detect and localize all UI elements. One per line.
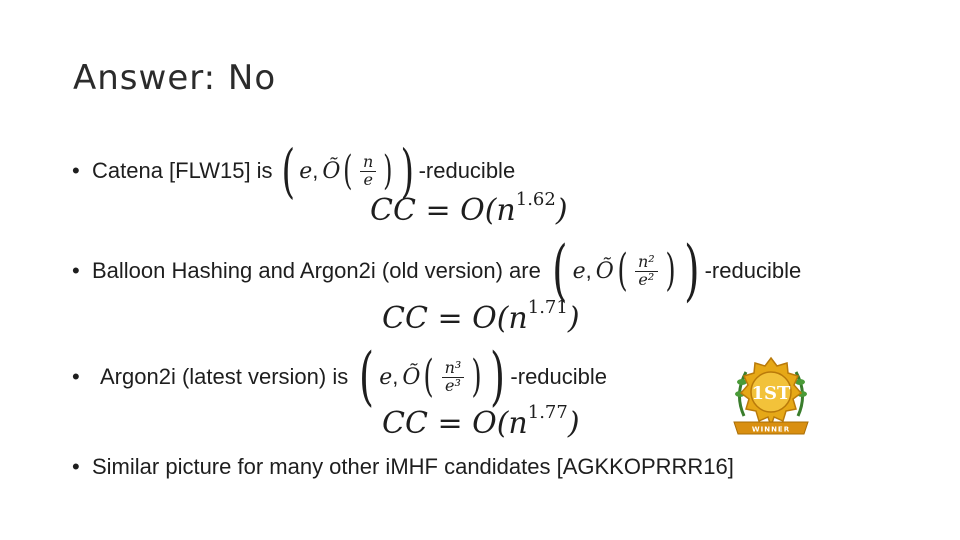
fraction: n² e² [634,253,658,289]
complexity-argon2i: CC = O(n1.77) [382,402,580,441]
reduction-second: Õ [595,258,614,284]
fraction-denominator: e³ [444,375,461,395]
fraction-denominator: e² [638,269,655,289]
bullet-text: Catena [FLW15] is [92,158,273,183]
bullet-text: Similar picture for many other iMHF cand… [92,454,734,479]
complexity-lhs: CC = O(n [370,193,516,228]
complexity-catena: CC = O(n1.62) [370,189,568,228]
bullet-item-balloon: • Balloon Hashing and Argon2i (old versi… [72,232,802,309]
winner-badge-icon: 1ST WINNER [733,356,809,435]
complexity-lhs: CC = O(n [382,301,528,336]
reduction-second: Õ [402,364,421,390]
badge-seal: 1ST [739,356,803,429]
right-paren: ) [490,340,506,414]
fraction-numerator: n³ [441,359,465,378]
complexity-rhs: ) [567,406,580,441]
complexity-exponent: 1.71 [527,297,568,318]
reduction-first: e [299,158,313,184]
inner-right-paren: ) [383,148,393,194]
bullet-text: Balloon Hashing and Argon2i (old version… [92,258,541,283]
slide-title: Answer: No [73,58,277,98]
left-paren: ( [551,232,568,309]
complexity-balloon: CC = O(n1.71) [382,297,580,336]
left-paren: ( [359,340,375,414]
complexity-exponent: 1.77 [527,402,568,423]
bullet-text: Argon2i (latest version) is [100,364,349,389]
bullet-dot: • [72,258,80,283]
badge-text: 1ST [752,383,792,404]
complexity-rhs: ) [555,193,568,228]
reduction-first: e [379,364,393,390]
fraction-numerator: n [360,153,377,172]
bullet-dot: • [72,364,80,389]
bullet-item-similar: • Similar picture for many other iMHF ca… [72,452,734,482]
complexity-exponent: 1.62 [515,189,556,210]
fraction-denominator: e [363,169,373,189]
fraction-numerator: n² [634,253,658,272]
bullet-dot: • [72,158,80,183]
reducible-label: -reducible [704,258,802,283]
bullet-item-catena: • Catena [FLW15] is ( e, Õ ( n e ) ) -re… [72,137,516,205]
inner-left-paren: ( [343,148,353,194]
complexity-rhs: ) [567,301,580,336]
inner-right-paren: ) [665,245,676,296]
bullet-dot: • [72,454,80,479]
fraction: n e [360,153,377,189]
reducible-label: -reducible [510,364,608,389]
fraction: n³ e³ [441,359,465,395]
left-paren: ( [281,137,295,205]
right-paren: ) [400,137,415,205]
bullet-item-argon2i: • Argon2i (latest version) is ( e, Õ ( n… [72,340,608,414]
reduction-second: Õ [322,158,341,184]
badge-ribbon: WINNER [733,421,809,435]
reduction-first: e [572,258,586,284]
badge-ribbon-text: WINNER [752,426,790,434]
complexity-lhs: CC = O(n [382,406,528,441]
reducible-label: -reducible [418,158,516,183]
inner-left-paren: ( [423,351,435,402]
inner-right-paren: ) [471,351,483,402]
inner-left-paren: ( [617,245,628,296]
right-paren: ) [684,232,700,309]
